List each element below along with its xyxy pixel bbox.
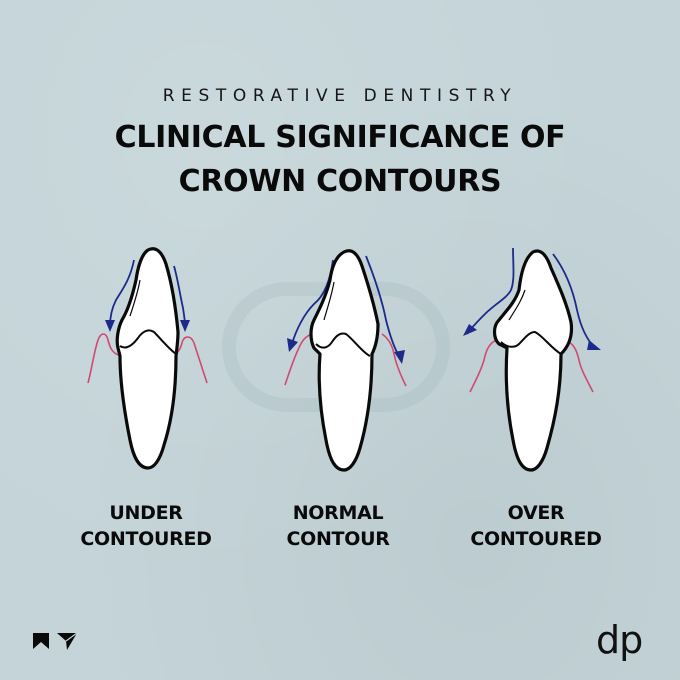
label-line-2: CONTOURED (470, 528, 602, 550)
cej-line (119, 329, 177, 355)
label-over-contoured: OVER CONTOURED (436, 500, 636, 552)
enamel-detail (129, 279, 141, 317)
bookmark-icon[interactable] (32, 632, 50, 650)
tooth-outline (309, 249, 380, 472)
label-line-1: NORMAL (292, 502, 384, 524)
send-icon[interactable] (56, 632, 78, 650)
over-contoured-tooth-illustration (463, 247, 601, 472)
cej-line (315, 332, 371, 357)
under-contoured-tooth-illustration (87, 247, 208, 470)
title-line-2: CROWN CONTOURS (178, 164, 502, 199)
normal-contour-tooth-illustration (284, 249, 407, 472)
tooth-outline (115, 247, 180, 470)
label-line-1: UNDER (109, 502, 183, 524)
label-line-2: CONTOUR (286, 528, 390, 550)
gingiva-lines (87, 333, 208, 384)
arrow-heads (105, 320, 190, 332)
label-under-contoured: UNDER CONTOURED (46, 500, 246, 552)
brand-logo: dp (596, 618, 643, 662)
page-title: CLINICAL SIGNIFICANCE OF CROWN CONTOURS (0, 116, 680, 204)
food-deflection-arrows (466, 247, 596, 349)
arrow-heads (287, 338, 405, 364)
title-line-1: CLINICAL SIGNIFICANCE OF (114, 120, 566, 155)
tooth-outline (492, 249, 574, 472)
subtitle: RESTORATIVE DENTISTRY (162, 86, 518, 106)
label-line-1: OVER (507, 502, 565, 524)
label-normal-contour: NORMAL CONTOUR (238, 500, 438, 552)
enamel-detail (508, 289, 526, 321)
gingiva-lines (284, 333, 407, 387)
enamel-detail (323, 281, 335, 321)
label-line-2: CONTOURED (80, 528, 212, 550)
cej-line (500, 330, 562, 355)
arrow-heads (463, 324, 601, 350)
gingiva-lines (469, 339, 594, 393)
footer-left-icons (32, 632, 78, 650)
